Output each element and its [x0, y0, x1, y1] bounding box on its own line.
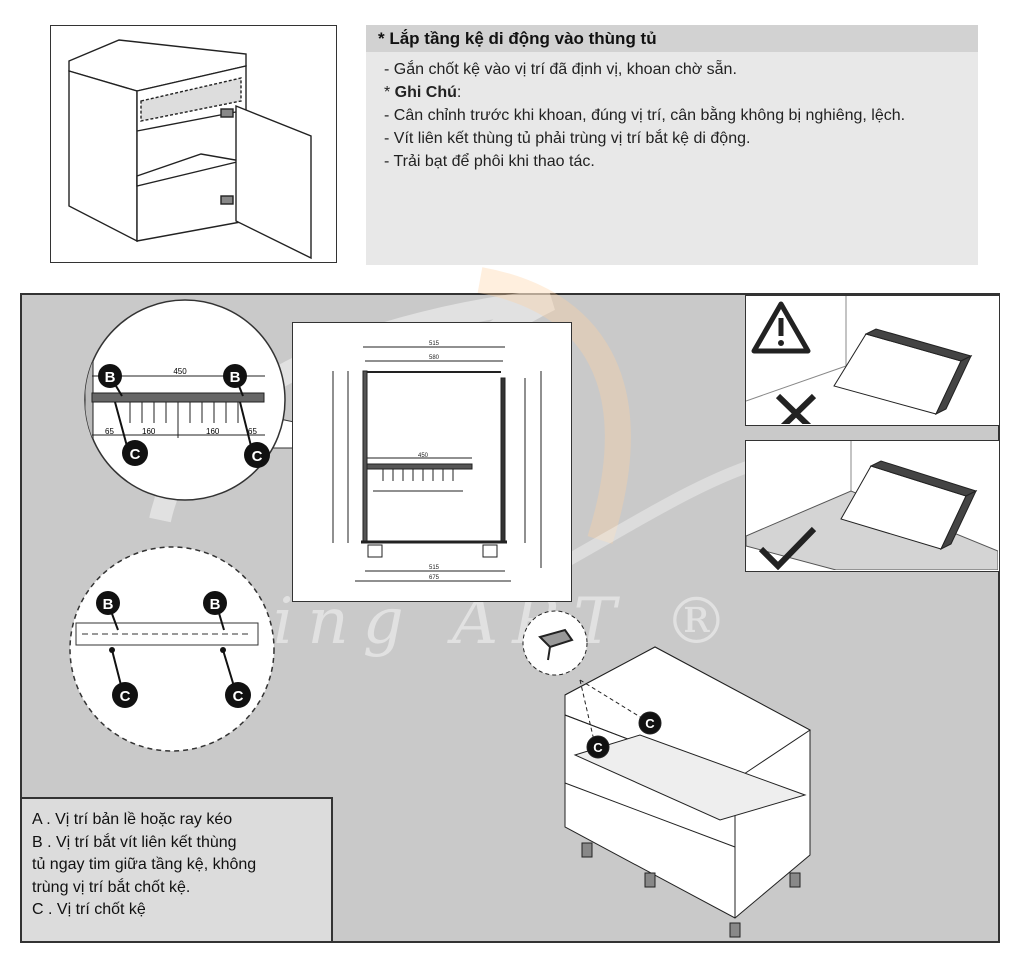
legend-item-a: A . Vị trí bản lề hoặc ray kéo — [32, 811, 233, 828]
dim-580: 580 — [429, 355, 440, 361]
dim-450: 450 — [418, 453, 429, 459]
note-line: - Gắn chốt kệ vào vị trí đã định vị, kho… — [384, 61, 737, 78]
dim-160: 160 — [206, 427, 220, 436]
section-drawing: 515 580 450 515 675 — [292, 322, 572, 602]
dim-675: 675 — [429, 575, 440, 581]
label-c: C — [593, 740, 603, 755]
correct-method-panel — [745, 440, 1000, 572]
dim-450: 450 — [173, 367, 187, 376]
note-line: - Trải bạt để phôi khi thao tác. — [384, 153, 595, 170]
label-c: C — [120, 688, 131, 705]
instruction-notes: * Lắp tầng kệ di động vào thùng tủ - Gắn… — [366, 25, 978, 265]
cabinet-door-illustration — [50, 25, 337, 263]
wrong-method-panel — [745, 295, 1000, 434]
dashed-detail-circle: B B C C — [69, 546, 275, 752]
label-b: B — [230, 369, 241, 386]
x-mark-icon — [775, 393, 817, 434]
legend-item-c: C . Vị trí chốt kệ — [32, 901, 146, 918]
shelf-pin-icon — [538, 628, 574, 661]
label-b: B — [210, 596, 221, 613]
label-c: C — [645, 716, 655, 731]
dim-65-left: 65 — [105, 427, 114, 436]
dim-160: 160 — [142, 427, 156, 436]
note-prefix: * — [384, 84, 395, 101]
note-label-line: * Ghi Chú: — [366, 81, 978, 104]
note-colon: : — [456, 84, 462, 101]
label-c: C — [130, 446, 141, 463]
cabinet-3d-illustration: C C — [522, 610, 811, 938]
note-line: - Cân chỉnh trước khi khoan, đúng vị trí… — [384, 107, 906, 124]
legend-box: A . Vị trí bản lề hoặc ray kéo B . Vị tr… — [20, 797, 333, 943]
notes-heading: * Lắp tầng kệ di động vào thùng tủ — [366, 25, 978, 52]
label-c: C — [233, 688, 244, 705]
dim-515: 515 — [429, 341, 440, 347]
note-line: - Vít liên kết thùng tủ phải trùng vị tr… — [384, 130, 751, 147]
label-b: B — [103, 596, 114, 613]
label-c: C — [252, 448, 263, 465]
legend-item-b: B . Vị trí bắt vít liên kết thùng tủ nga… — [32, 833, 257, 896]
note-label: Ghi Chú — [394, 84, 457, 101]
dim-65-right: 65 — [248, 427, 257, 436]
detail-magnifier: 450 65 160 160 65 B B C C — [84, 299, 300, 501]
dim-515-bottom: 515 — [429, 565, 440, 571]
label-b: B — [105, 369, 116, 386]
check-mark-icon — [758, 526, 817, 571]
